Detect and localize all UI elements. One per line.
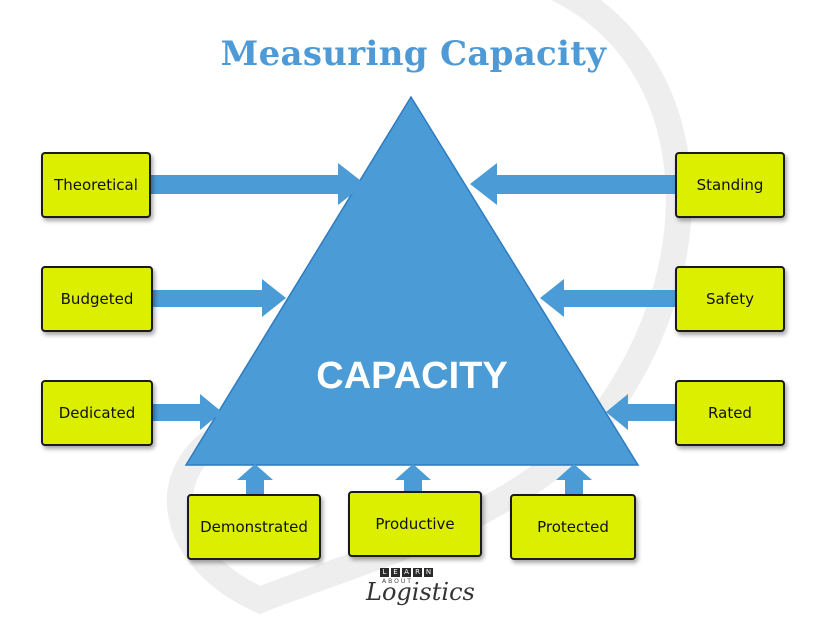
logo-script-text: Logistics <box>366 578 475 606</box>
arrow-dedicated <box>153 394 222 430</box>
capacity-triangle <box>184 95 640 466</box>
arrow-theoretical <box>150 163 365 205</box>
box-protected: Protected <box>510 494 636 560</box>
box-safety: Safety <box>675 266 785 332</box>
box-dedicated: Dedicated <box>41 380 153 446</box>
logo-tile: A <box>402 568 411 577</box>
logo-about-text: ABOUT <box>382 578 413 585</box>
arrow-protected <box>556 464 592 495</box>
box-productive: Productive <box>348 491 482 557</box>
arrow-standing <box>470 163 676 205</box>
center-label: CAPACITY <box>316 355 507 397</box>
logo-tile: N <box>424 568 433 577</box>
arrow-safety <box>540 279 676 317</box>
box-budgeted: Budgeted <box>41 266 153 332</box>
arrow-demonstrated <box>237 464 273 495</box>
logo-tile: L <box>380 568 389 577</box>
logo-tile: R <box>413 568 422 577</box>
arrow-productive <box>395 464 431 492</box>
box-rated: Rated <box>675 380 785 446</box>
box-demonstrated: Demonstrated <box>187 494 321 560</box>
box-standing: Standing <box>675 152 785 218</box>
logo-tiles: L E A R N <box>380 568 433 577</box>
box-theoretical: Theoretical <box>41 152 151 218</box>
learn-about-logistics-logo: L E A R N ABOUT Logistics <box>360 568 475 614</box>
arrow-budgeted <box>153 279 286 317</box>
logo-tile: E <box>391 568 400 577</box>
diagram-title: Measuring Capacity <box>220 34 607 74</box>
arrow-rated <box>606 394 676 430</box>
